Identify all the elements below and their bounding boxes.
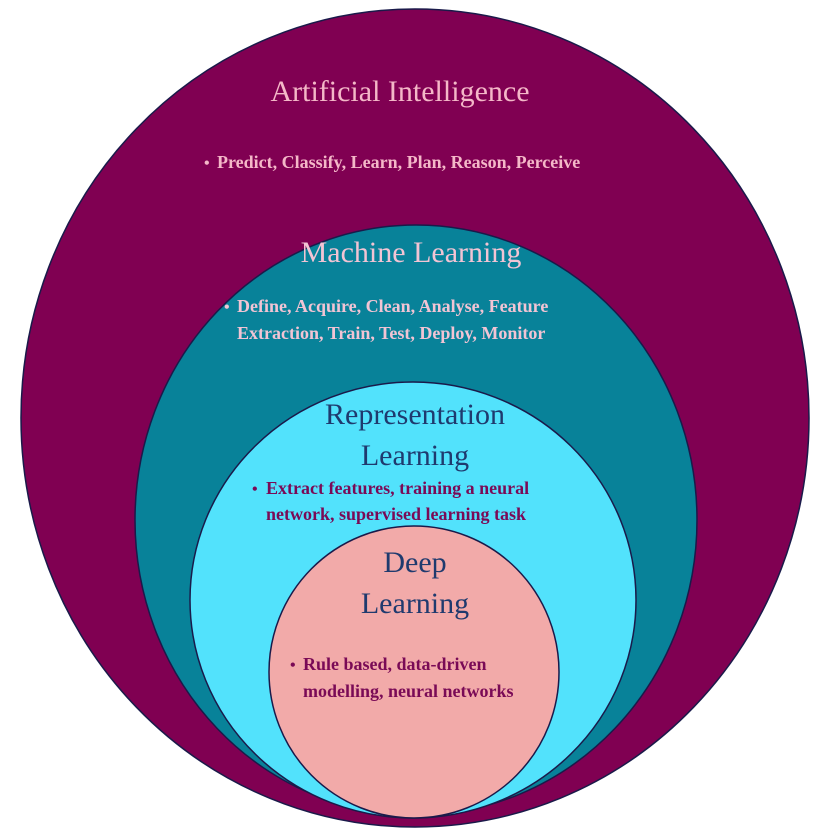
ml-title: Machine Learning (301, 236, 522, 269)
dl-bullet-text-line-1: Rule based, data-driven (303, 654, 487, 674)
ml-bullet-text-line-1: Define, Acquire, Clean, Analyse, Feature (237, 296, 548, 316)
rl-bullet-text-line-2: network, supervised learning task (266, 504, 526, 524)
ml-bullet-text-line-2: Extraction, Train, Test, Deploy, Monitor (237, 323, 545, 343)
ai-bullet-icon: • (204, 155, 210, 172)
dl-title-line-1: Deep (383, 546, 446, 579)
dl-circle (268, 525, 560, 819)
ai-bullet-text: Predict, Classify, Learn, Plan, Reason, … (217, 152, 580, 172)
rl-bullet-icon: • (252, 481, 258, 498)
rl-bullet-text-line-1: Extract features, training a neural (266, 478, 529, 498)
ai-title: Artificial Intelligence (270, 75, 529, 108)
dl-bullet-text-line-2: modelling, neural networks (303, 681, 514, 701)
rl-title-line-2: Learning (361, 439, 469, 472)
dl-bullet-icon: • (290, 657, 296, 674)
dl-title-line-2: Learning (361, 587, 469, 620)
ml-bullet-icon: • (224, 299, 230, 316)
rl-title-line-1: Representation (325, 398, 505, 431)
